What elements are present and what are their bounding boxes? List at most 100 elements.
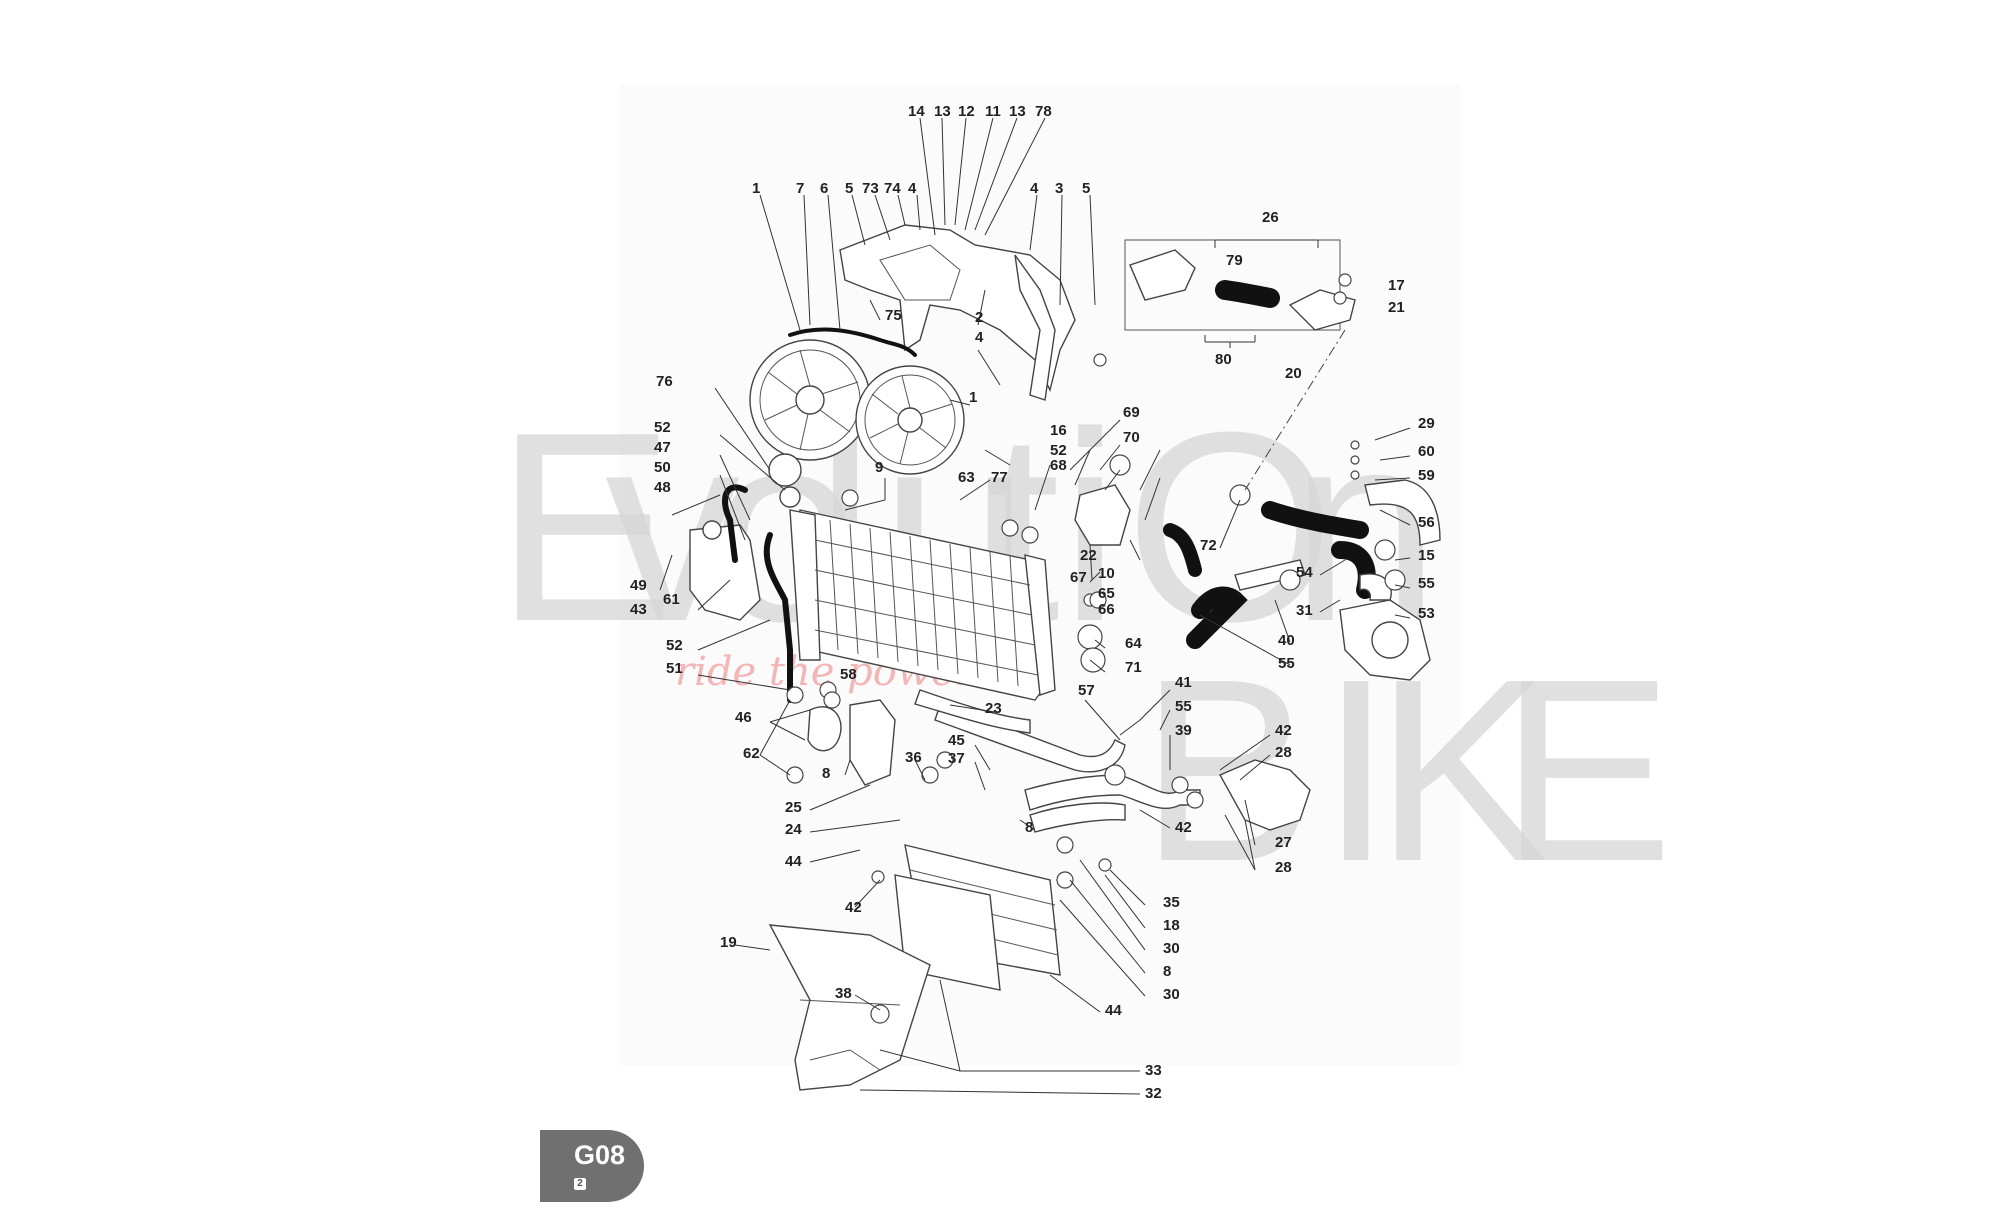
lower-cover [768,924,931,1091]
gasket-62 [807,706,842,752]
callout-label: 8 [822,765,830,782]
small-fasteners [786,273,1406,1024]
callout-label: 52 [666,637,683,654]
bracket-arm [1014,254,1056,401]
black-hose-15 [1261,501,1369,539]
callout-label: 65 [1098,585,1115,602]
overflow-hose [722,484,793,703]
callout-label: 63 [958,469,975,486]
callout-label: 16 [1050,422,1067,439]
callout-label: 42 [845,899,862,916]
watermark-letter: E [495,377,675,678]
callout-label: 38 [835,985,852,1002]
flange-25 [849,699,896,786]
callout-label: 46 [735,709,752,726]
callout-label: 40 [1278,632,1295,649]
callout-label: 67 [1070,569,1087,586]
callout-label: 64 [1125,635,1142,652]
callout-label: 78 [1035,103,1052,120]
callout-label: 45 [948,732,965,749]
callout-label: 42 [1175,819,1192,836]
leader-lines [659,117,1411,1095]
callout-label: 43 [630,601,647,618]
page-subcode: 2 [574,1178,586,1190]
callout-label: 22 [1080,547,1097,564]
small-black-hose [1163,523,1202,577]
pipe-29 [1234,559,1306,591]
callout-label: 4 [1030,180,1039,197]
filler-neck [779,486,801,508]
expansion-tank [689,524,761,621]
callout-label: 71 [1125,659,1142,676]
callout-label: 54 [1296,564,1313,581]
callout-label: 28 [1275,744,1292,761]
assembly-axis [1244,329,1346,491]
callout-label: 61 [663,591,680,608]
callout-label: 32 [1145,1085,1162,1102]
callout-label: 3 [1055,180,1063,197]
main-radiator [789,509,1056,701]
callout-label: 5 [845,180,853,197]
page-code: G08 [574,1140,626,1170]
callout-labels: 14 13 12 11 13 78 1 7 6 5 73 74 4 4 3 5 … [630,103,1435,1102]
callout-label: 48 [654,479,671,496]
watermark-letter: E [1500,626,1673,916]
fan-right [855,365,965,475]
callout-label: 74 [884,180,901,197]
filter-cap-left [1129,249,1196,301]
shroud-cutout [879,244,961,301]
callout-label: 11 [985,103,1001,120]
callout-label: 77 [991,469,1008,486]
callout-label: 75 [885,307,902,324]
tank-cap [702,520,722,540]
group-bracket-80 [1204,335,1256,348]
callout-label: 10 [1098,565,1115,582]
callout-label: 28 [1275,859,1292,876]
callout-label: 30 [1163,940,1180,957]
callout-label: 2 [975,309,983,326]
thermostat-housing [1074,484,1131,546]
filter-group-label: 26 [1262,209,1279,226]
callout-label: 50 [654,459,671,476]
callout-label: 19 [720,934,737,951]
callout-label: 25 [785,799,802,816]
pipe-41-lower [1029,802,1126,833]
callout-label: 68 [1050,457,1067,474]
callout-label: 4 [908,180,917,197]
filter-cartridge [1215,280,1280,308]
page-code-badge: G08 2 [540,1130,644,1202]
radiator-cap [768,453,802,487]
callout-label: 70 [1123,429,1140,446]
callout-label: 76 [656,373,673,390]
callout-label: 1 [969,389,977,406]
callout-label: 8 [1025,819,1033,836]
callout-label: 62 [743,745,760,762]
callout-label: 31 [1296,602,1313,619]
parts [689,224,1441,1091]
callout-label: 14 [908,103,925,120]
callout-label: 52 [654,419,671,436]
callout-label: 59 [1418,467,1435,484]
callout-label: 36 [905,749,922,766]
pipe-56 [1364,479,1441,546]
callout-label: 37 [948,750,965,767]
callout-label: 73 [862,180,879,197]
pump-hub [1371,621,1409,659]
callout-label: 6 [820,180,828,197]
pump-elbow [1359,573,1392,601]
callout-label: 72 [1200,537,1217,554]
callout-label: 23 [985,700,1002,717]
callout-label: 55 [1175,698,1192,715]
callout-label: 66 [1098,601,1115,618]
callout-label: 80 [1215,351,1232,368]
callout-label: 60 [1418,443,1435,460]
callout-label: 8 [1163,963,1171,980]
callout-label: 57 [1078,682,1095,699]
callout-label: 44 [1105,1002,1122,1019]
callout-label: 15 [1418,547,1435,564]
group-bracket-26 [1214,239,1319,248]
callout-label: 52 [1050,442,1067,459]
callout-label: 55 [1278,655,1295,672]
callout-label: 42 [1275,722,1292,739]
callout-label: 4 [975,329,984,346]
